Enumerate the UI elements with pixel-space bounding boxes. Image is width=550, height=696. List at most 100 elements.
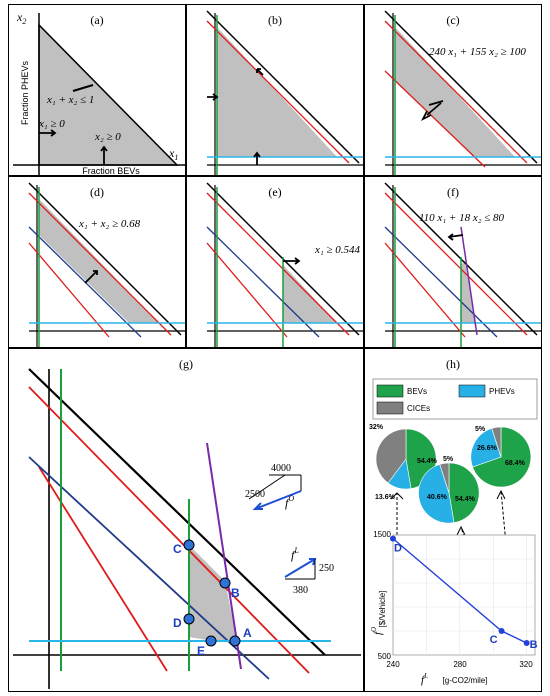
legend-bev: BEVs	[407, 387, 427, 396]
arrow	[253, 151, 261, 165]
pie-2-phev	[418, 464, 455, 524]
legend-swatch-bev	[376, 384, 404, 398]
x-tick-280: 280	[453, 660, 467, 669]
fO-symbol: fO	[285, 494, 294, 510]
pie-3: 68.4% 26.6% 5%	[470, 426, 532, 488]
vertex-a-label: A	[243, 626, 252, 640]
line-black	[206, 10, 360, 164]
pie-3-bev	[472, 426, 532, 488]
arrow	[72, 84, 94, 92]
fL-label-b: 380	[293, 585, 308, 596]
x-axis-label: [g-CO2/mile]	[443, 676, 488, 685]
legend-swatch-phev	[458, 384, 486, 398]
fL-direction-arrow	[284, 558, 317, 578]
panel-e: x₁ ≥ 0.544 (e)	[186, 176, 364, 348]
constraint-x1: x₁ ≥ 0	[38, 118, 65, 130]
feasible-region	[461, 261, 475, 323]
y-tick-bottom: 500	[378, 652, 392, 661]
panel-f-plot: 110 x₁ + 18 x₂ ≤ 80	[384, 182, 541, 347]
constraint-label: x₁ ≥ 0.544	[314, 244, 360, 256]
feasible-region	[217, 27, 337, 157]
direction-line	[248, 474, 286, 500]
connector-d-arrow	[390, 492, 404, 500]
panel-g: 4000 2500 fO 250 380 fL C B D E A (g)	[8, 348, 364, 692]
x-tick-240: 240	[386, 660, 400, 669]
feasible-region	[283, 265, 337, 323]
legend-phev: PHEVs	[489, 387, 515, 396]
panel-label: (c)	[446, 13, 460, 27]
vertex-e	[205, 635, 217, 647]
line-red-2	[384, 242, 466, 338]
panel-d-plot: x₁ + x₂ ≥ 0.68	[28, 182, 185, 347]
vertex-a	[229, 635, 241, 647]
constraint-label: 240 x₁ + 155 x₂ ≥ 100	[429, 46, 526, 58]
panel-f: 110 x₁ + 18 x₂ ≤ 80 (f)	[364, 176, 542, 348]
arrow	[428, 100, 444, 106]
panel-e-plot: x₁ ≥ 0.544	[206, 182, 363, 347]
vertex-d-label: D	[173, 616, 182, 630]
line-navy	[384, 226, 498, 338]
data-point-d	[390, 535, 396, 542]
constraint-sum: x₁ + x₂ ≤ 1	[46, 94, 94, 106]
line-red	[384, 20, 528, 164]
x2-axis-symbol: x2	[16, 10, 26, 26]
data-point-c	[498, 628, 505, 634]
legend-cice: CICEs	[407, 404, 430, 413]
vertex-b-label: B	[231, 586, 240, 600]
connector-c-arrow	[456, 525, 466, 536]
panel-label: (g)	[179, 357, 193, 371]
data-point-b	[523, 640, 530, 646]
panel-h-plot: BEVs PHEVs CICEs 54.4% 13.6% 32% 54.4% 4…	[369, 378, 538, 686]
tradeoff-chart: 1500 500 240 280 320 [$/Vehicle] fO [g-C…	[370, 530, 538, 686]
fO-label-a: 4000	[271, 463, 291, 474]
pie-3-cice	[491, 426, 502, 458]
vertex-e-label: E	[197, 644, 205, 658]
fL-label-a: 250	[319, 563, 334, 574]
panel-label: (d)	[90, 185, 104, 199]
arrow	[447, 233, 464, 241]
pie-3-phev	[470, 428, 502, 468]
panel-label: (b)	[268, 13, 282, 27]
y-axis-label: Fraction PHEVs	[20, 60, 30, 125]
legend: BEVs PHEVs CICEs	[372, 378, 538, 420]
vertex-d	[183, 613, 195, 625]
pie-2-phev-label: 40.6%	[427, 494, 448, 501]
panel-b: (b)	[186, 4, 364, 176]
line-red-2	[384, 70, 486, 168]
pie-2-cice	[439, 462, 450, 494]
arrow	[39, 129, 57, 137]
arrow	[256, 68, 264, 76]
point-b-label: B	[530, 639, 538, 651]
x-axis-label: Fraction BEVs	[82, 166, 140, 176]
point-d-label: D	[394, 543, 402, 555]
y-axis-symbol: fO	[370, 627, 384, 635]
panel-g-plot: 4000 2500 fO 250 380 fL C B D E A	[13, 368, 361, 689]
legend-swatch-cice	[376, 401, 404, 415]
line-red-2	[206, 242, 288, 338]
point-c-label: C	[490, 634, 498, 646]
panel-c: 240 x₁ + 155 x₂ ≥ 100 (c)	[364, 4, 542, 176]
panel-a: x2 x1 Fraction PHEVs Fraction BEVs x₁ + …	[8, 4, 186, 176]
line-red-2	[28, 242, 110, 338]
pie-2: 54.4% 40.6% 5%	[418, 456, 480, 524]
line-red	[384, 192, 528, 336]
fO-direction-arrow	[252, 490, 302, 510]
pie-3-bev-label: 68.4%	[505, 460, 526, 467]
line-black	[384, 10, 538, 164]
line-red	[206, 192, 350, 336]
pie-3-phev-label: 26.6%	[477, 445, 498, 452]
line-purple	[460, 226, 478, 336]
line-purple	[206, 442, 242, 670]
line-black	[28, 368, 326, 656]
pie-1-cice-label: 32%	[369, 424, 384, 431]
pie-2-bev	[448, 462, 480, 523]
pie-1-phev-label: 13.6%	[375, 494, 396, 501]
vertex-b	[219, 577, 231, 589]
panel-c-plot: 240 x₁ + 155 x₂ ≥ 100	[384, 10, 541, 175]
fO-label-b: 2500	[245, 489, 265, 500]
line-navy	[206, 226, 320, 338]
line-red	[206, 20, 350, 164]
y-axis-label: [$/Vehicle]	[378, 591, 387, 628]
vertex-c-label: C	[173, 542, 182, 556]
x-tick-320: 320	[519, 660, 533, 669]
